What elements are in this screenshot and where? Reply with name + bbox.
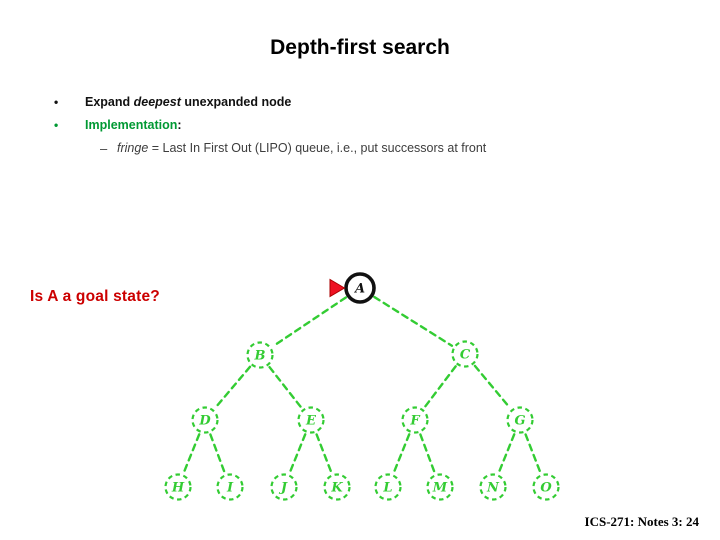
tree-node-J: J bbox=[270, 473, 298, 501]
goal-state-question: Is A a goal state? bbox=[30, 288, 160, 305]
node-label: B bbox=[254, 349, 266, 364]
tree-edge-E-K bbox=[315, 433, 333, 474]
tree-node-A: A bbox=[344, 272, 376, 304]
bullet-segment: Expand bbox=[85, 95, 134, 109]
bullet-segment-italic: deepest bbox=[133, 95, 181, 109]
current-node-arrow-icon bbox=[329, 278, 346, 298]
tree-node-F: F bbox=[401, 406, 429, 434]
bullet-implementation: • Implementation: bbox=[0, 118, 720, 136]
tree-node-C: C bbox=[451, 340, 479, 368]
node-circle bbox=[323, 473, 351, 501]
node-label: E bbox=[305, 414, 317, 429]
tree-edge-F-L bbox=[392, 433, 411, 474]
node-circle bbox=[374, 473, 402, 501]
node-label: D bbox=[198, 414, 211, 429]
node-circle bbox=[191, 406, 219, 434]
tree-edge-G-N bbox=[497, 433, 516, 474]
tree-edge-A-C bbox=[373, 295, 454, 347]
node-circle bbox=[164, 473, 192, 501]
bullet-text: Expand deepest unexpanded node bbox=[85, 95, 291, 109]
tree-node-I: I bbox=[216, 473, 244, 501]
tree-node-N: N bbox=[479, 473, 507, 501]
bullet-segment-green: Implementation bbox=[85, 118, 178, 132]
tree-node-E: E bbox=[297, 406, 325, 434]
tree-edge-F-M bbox=[419, 433, 436, 474]
node-label: L bbox=[382, 481, 392, 496]
node-circle bbox=[426, 473, 454, 501]
node-circle bbox=[451, 340, 479, 368]
sub-bullet-text: fringe = Last In First Out (LIPO) queue,… bbox=[117, 141, 486, 155]
node-circle bbox=[270, 473, 298, 501]
bullet-text: Implementation: bbox=[85, 118, 182, 132]
node-circle bbox=[297, 406, 325, 434]
node-label: A bbox=[353, 282, 365, 297]
node-circle bbox=[506, 406, 534, 434]
tree-node-D: D bbox=[191, 406, 219, 434]
tree-edge-D-I bbox=[209, 433, 226, 474]
bullet-segment: : bbox=[177, 118, 182, 132]
node-circle bbox=[479, 473, 507, 501]
tree-node-H: H bbox=[164, 473, 192, 501]
tree-edge-A-B bbox=[271, 296, 348, 348]
node-label: K bbox=[330, 481, 343, 496]
node-label: N bbox=[486, 481, 500, 496]
node-circle bbox=[344, 272, 376, 304]
bullet-segment-italic: fringe bbox=[117, 141, 149, 155]
node-label: J bbox=[278, 481, 288, 496]
sub-bullet-dash: – bbox=[100, 141, 108, 156]
node-label: G bbox=[514, 414, 525, 429]
node-label: H bbox=[171, 481, 185, 496]
bullet-marker: • bbox=[54, 118, 59, 132]
node-label: M bbox=[432, 481, 448, 496]
node-circle bbox=[401, 406, 429, 434]
node-label: F bbox=[409, 414, 420, 429]
tree-edge-B-D bbox=[213, 365, 252, 410]
tree-node-L: L bbox=[374, 473, 402, 501]
tree-node-K: K bbox=[323, 473, 351, 501]
node-label: C bbox=[460, 348, 471, 363]
tree-node-O: O bbox=[532, 473, 560, 501]
bullet-expand-deepest: • Expand deepest unexpanded node bbox=[0, 95, 720, 113]
tree-node-G: G bbox=[506, 406, 534, 434]
node-label: O bbox=[540, 481, 552, 496]
tree-edge-D-H bbox=[182, 433, 201, 474]
tree-edge-C-F bbox=[423, 365, 457, 409]
tree-node-M: M bbox=[426, 473, 454, 501]
bullet-marker: • bbox=[54, 95, 59, 109]
slide-footer: ICS-271: Notes 3: 24 bbox=[584, 514, 699, 529]
tree-node-B: B bbox=[246, 341, 274, 369]
tree-edge-B-E bbox=[268, 365, 303, 410]
node-label: I bbox=[226, 481, 234, 496]
tree-edge-G-O bbox=[524, 433, 542, 474]
node-circle bbox=[532, 473, 560, 501]
tree-edge-C-G bbox=[473, 364, 512, 410]
sub-bullet-fringe: – fringe = Last In First Out (LIPO) queu… bbox=[0, 141, 720, 159]
node-circle bbox=[216, 473, 244, 501]
tree-edge-E-J bbox=[288, 433, 307, 474]
slide-title: Depth-first search bbox=[270, 36, 450, 59]
bullet-segment: unexpanded node bbox=[180, 95, 292, 109]
node-circle bbox=[246, 341, 274, 369]
bullet-segment: = Last In First Out (LIPO) queue, i.e., … bbox=[148, 141, 487, 155]
